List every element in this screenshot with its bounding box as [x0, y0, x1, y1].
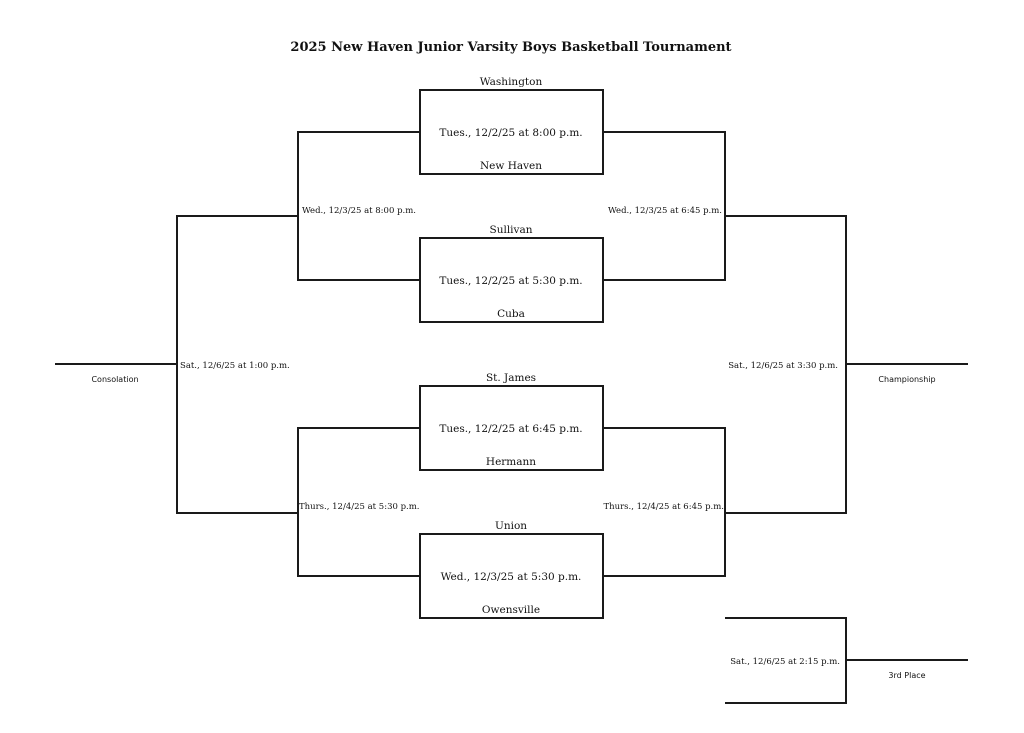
team-name: Union [495, 520, 527, 532]
game-time: Wed., 12/3/25 at 8:00 p.m. [302, 206, 416, 216]
connector-line [603, 131, 726, 281]
game-time: Sat., 12/6/25 at 3:30 p.m. [728, 361, 838, 371]
connector-line [297, 131, 420, 281]
consolation-label: Consolation [91, 375, 138, 384]
game-box-3 [419, 385, 604, 471]
team-name: Sullivan [490, 224, 533, 236]
team-name: New Haven [480, 160, 542, 172]
team-name: Cuba [497, 308, 525, 320]
game-box-2 [419, 237, 604, 323]
game-time: Tues., 12/2/25 at 8:00 p.m. [439, 127, 582, 139]
game-time: Wed., 12/3/25 at 6:45 p.m. [608, 206, 722, 216]
game-time: Sat., 12/6/25 at 1:00 p.m. [180, 361, 290, 371]
page-title: 2025 New Haven Junior Varsity Boys Baske… [290, 40, 731, 55]
game-time: Sat., 12/6/25 at 2:15 p.m. [730, 657, 840, 667]
team-name: Hermann [486, 456, 536, 468]
team-name: Owensville [482, 604, 540, 616]
third-place-label: 3rd Place [888, 671, 925, 680]
connector-line [603, 427, 726, 577]
team-name: St. James [486, 372, 536, 384]
game-time: Thurs., 12/4/25 at 5:30 p.m. [299, 502, 420, 512]
connector-line [297, 427, 420, 577]
championship-label: Championship [878, 375, 935, 384]
game-time: Thurs., 12/4/25 at 6:45 p.m. [604, 502, 725, 512]
game-time: Tues., 12/2/25 at 6:45 p.m. [439, 423, 582, 435]
team-name: Washington [480, 76, 543, 88]
game-time: Tues., 12/2/25 at 5:30 p.m. [439, 275, 582, 287]
game-box-1 [419, 89, 604, 175]
game-time: Wed., 12/3/25 at 5:30 p.m. [441, 571, 582, 583]
